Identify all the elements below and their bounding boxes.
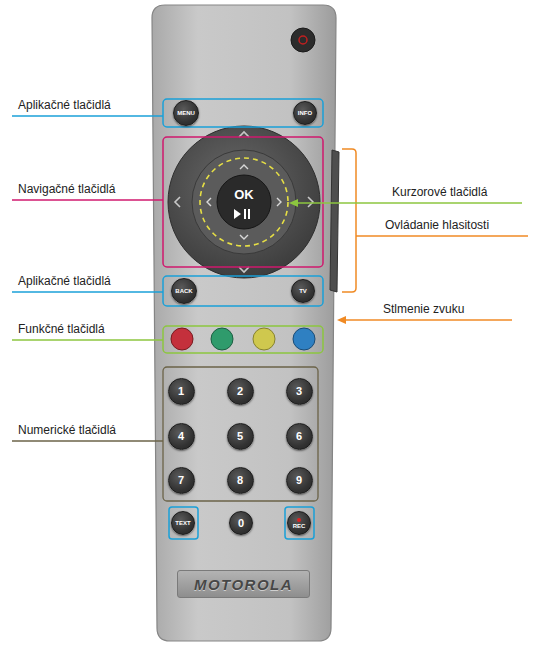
button-label: 8 [237,475,243,486]
cursor-arrows [207,165,281,239]
leader-line [344,319,512,320]
leader-line [296,202,522,203]
callout-label: Kurzorové tlačidlá [392,185,487,199]
nav-arrows [175,132,313,272]
callout-label: Stlmenie zvuku [383,302,464,316]
leader-line [12,339,163,340]
volume-rocker [330,150,339,292]
button-label: INFO [298,110,312,116]
group-outline [163,326,323,353]
play-pause-icon [234,209,250,219]
leader-line [12,199,163,200]
volume-bracket [342,149,356,292]
group-outline [163,276,323,306]
button-label: 2 [237,386,243,397]
remote-button: 5 [227,423,254,450]
blue-button [293,328,315,350]
button-label: TV [299,288,307,294]
button-label: 6 [296,431,302,442]
remote-button: 1 [168,378,195,405]
button-label: TEXT [175,520,190,526]
remote-button: 6 [286,423,313,450]
button-label: 3 [296,386,302,397]
leader-line [12,115,163,116]
remote-button: OK [217,175,271,229]
remote-button: MENU [173,100,199,126]
button-label: BACK [175,288,192,294]
remote-button: 9 [286,467,313,494]
callout-label: Aplikačné tlačidlá [18,274,111,288]
remote-body: MOTOROLA MENU INFO OK BACK TV 1 2 3 4 5 6 7 8 9TEXT 0 RE… [152,5,335,641]
button-label: 4 [178,431,184,442]
button-label: 5 [237,431,243,442]
remote-button: INFO [293,101,317,125]
ok-button-shape [217,175,271,229]
button-label: MENU [177,110,195,116]
leader-line [12,440,163,441]
cursor-ring [192,150,296,254]
group-outline [163,367,318,501]
remote-button: REC [287,511,311,535]
group-outline [163,137,323,267]
group-outline [285,507,314,539]
green-button [211,328,233,350]
leader-arrowhead [289,199,298,207]
nav-pad [168,126,320,278]
remote-button: 8 [227,467,254,494]
button-label: 0 [238,518,244,529]
remote-button: 2 [227,378,254,405]
remote-button: TV [291,279,315,303]
remote-button: 0 [229,511,253,535]
brand-plate: MOTOROLA [177,570,310,598]
cursor-highlight [200,158,288,246]
remote-button: BACK [171,278,197,304]
group-outline [163,99,323,127]
callout-label: Navigačné tlačidlá [18,182,115,196]
remote-housing [152,5,336,641]
callout-label: Aplikačné tlačidlá [18,98,111,112]
callout-label: Numerické tlačidlá [18,423,116,437]
group-outline [169,507,198,539]
callout-label: Funkčné tlačidlá [18,322,105,336]
button-label: 1 [178,386,184,397]
leader-arrowhead [337,316,346,324]
power-symbol [299,36,307,44]
leader-line [356,235,528,236]
button-label: 7 [178,475,184,486]
callout-label: Ovládanie hlasitosti [385,218,489,232]
button-label: OK [234,188,254,201]
remote-button: TEXT [171,511,195,535]
record-dot [297,518,301,522]
remote-button: 4 [168,423,195,450]
yellow-button [253,328,275,350]
button-label: REC [293,523,306,529]
power-button [291,28,315,52]
remote-button: 3 [286,378,313,405]
red-button [171,328,193,350]
remote-button: 7 [168,467,195,494]
leader-line [12,291,163,292]
button-label: 9 [296,475,302,486]
